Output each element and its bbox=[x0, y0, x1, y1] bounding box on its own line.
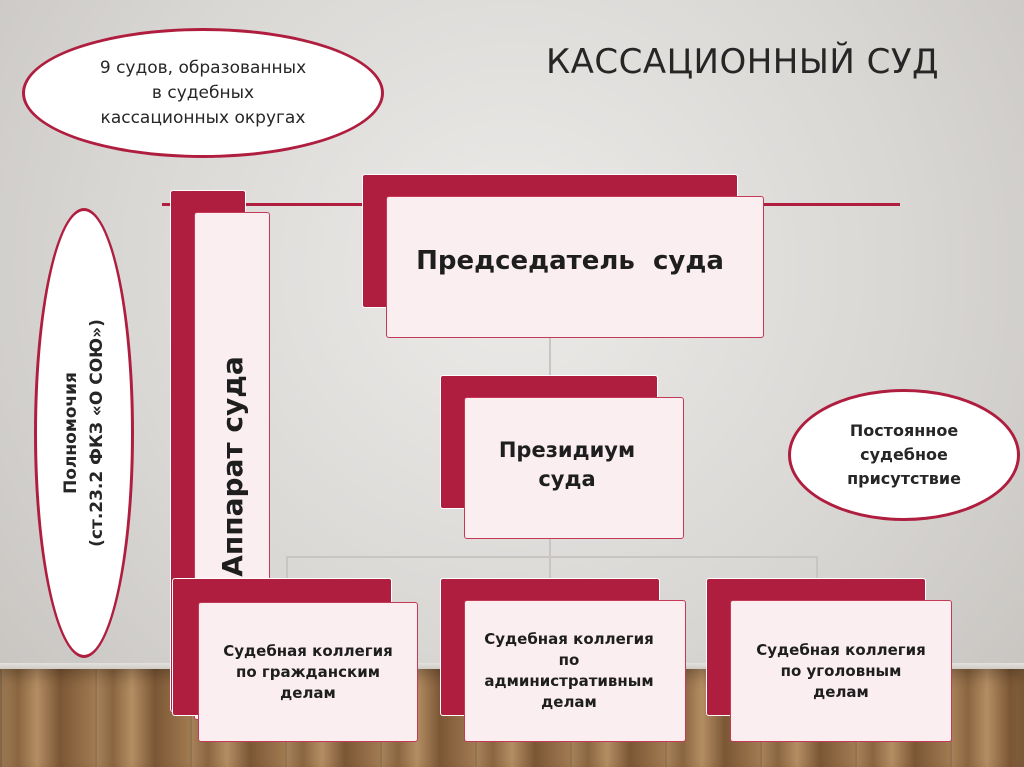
admin-college-line-1: Судебная коллегия bbox=[484, 630, 654, 648]
chairman-block: Председатель суда bbox=[362, 174, 764, 338]
presence-note-line-3: присутствие bbox=[847, 469, 961, 488]
admin-college-line-2: по bbox=[558, 651, 580, 669]
criminal-college-line-3: делам bbox=[813, 682, 869, 701]
courts-note-line-3: кассационных округах bbox=[100, 107, 306, 128]
powers-note: Полномочия (ст.23.2 ФКЗ «О СОЮ») bbox=[34, 208, 134, 658]
civil-college-block: Судебная коллегия по гражданским делам bbox=[172, 578, 418, 742]
administrative-college-block: Судебная коллегия по административным де… bbox=[440, 578, 686, 742]
courts-note-line-1: 9 судов, образованных bbox=[99, 57, 307, 78]
criminal-college-block: Судебная коллегия по уголовным делам bbox=[706, 578, 952, 742]
courts-note-line-2: в судебных bbox=[151, 82, 255, 103]
powers-note-line-2: (ст.23.2 ФКЗ «О СОЮ») bbox=[87, 319, 108, 547]
civil-college-line-1: Судебная коллегия bbox=[223, 641, 393, 660]
admin-college-line-3: административным bbox=[484, 672, 654, 690]
page-title: КАССАЦИОННЫЙ СУД bbox=[546, 42, 940, 82]
chairman-label: Председатель суда bbox=[416, 246, 724, 276]
connector-chair-presidium bbox=[549, 337, 551, 379]
presence-note-line-2: судебное bbox=[860, 445, 948, 464]
criminal-college-line-2: по уголовным bbox=[780, 661, 902, 680]
presence-note-line-1: Постоянное bbox=[849, 421, 959, 440]
connector-admin bbox=[549, 556, 551, 580]
courts-count-note: 9 судов, образованных в судебных кассаци… bbox=[22, 28, 384, 158]
connector-civil bbox=[286, 556, 288, 580]
permanent-presence-note: Постоянное судебное присутствие bbox=[788, 389, 1020, 521]
connector-horizontal bbox=[286, 556, 818, 558]
apparatus-label: Аппарат суда bbox=[215, 355, 249, 577]
presidium-block: Президиум суда bbox=[440, 375, 684, 539]
civil-college-line-2: по гражданским bbox=[236, 662, 380, 681]
connector-criminal bbox=[816, 556, 818, 580]
civil-college-line-3: делам bbox=[280, 683, 336, 702]
connector-presidium-down bbox=[549, 537, 551, 557]
powers-note-line-1: Полномочия bbox=[61, 372, 82, 494]
presidium-line-1: Президиум bbox=[498, 438, 636, 462]
criminal-college-line-1: Судебная коллегия bbox=[756, 640, 926, 659]
admin-college-line-4: делам bbox=[541, 693, 597, 711]
presidium-line-2: суда bbox=[538, 467, 596, 491]
